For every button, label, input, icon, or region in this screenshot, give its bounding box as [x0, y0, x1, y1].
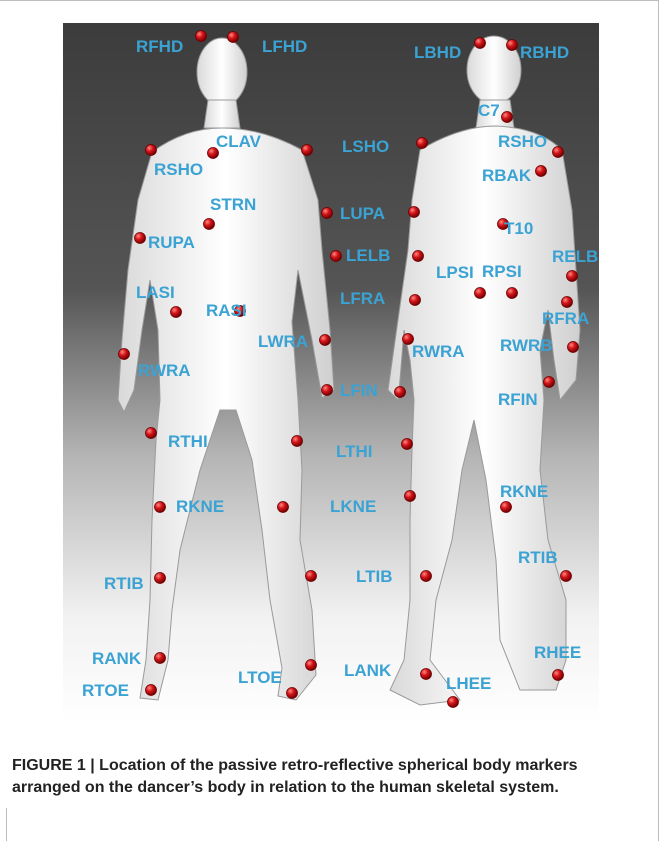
marker-label-ltib: LTIB [356, 567, 393, 586]
marker-label-lupa: LUPA [340, 204, 385, 223]
marker-label-rsho: RSHO [154, 160, 203, 179]
frame-top-border [0, 0, 659, 1]
marker-dot [322, 385, 333, 396]
marker-label-rbak: RBAK [482, 166, 532, 185]
marker-dot [405, 491, 416, 502]
body-marker-figure: RFHD LFHD CLAV RSHO STRN RUPA LASI RASI RWRA RTHI… [63, 23, 599, 723]
marker-label-lfin: LFIN [340, 381, 378, 400]
marker-dot [561, 571, 572, 582]
marker-dot [146, 685, 157, 696]
marker-label-rkne: RKNE [176, 497, 224, 516]
marker-dot [502, 112, 513, 123]
marker-dot [135, 233, 146, 244]
marker-label-lbhd: LBHD [414, 43, 461, 62]
marker-dot [409, 207, 420, 218]
marker-dot [119, 349, 130, 360]
marker-label-rupa: RUPA [148, 233, 195, 252]
marker-label-c7: C7 [478, 101, 500, 120]
marker-dot [287, 688, 298, 699]
marker-dot [171, 307, 182, 318]
marker-dot [196, 31, 207, 42]
marker-dot [155, 653, 166, 664]
marker-dot [320, 335, 331, 346]
marker-label-rpsi: RPSI [482, 262, 522, 281]
caption-text: Location of the passive retro-reflective… [12, 757, 578, 796]
marker-label-rfin: RFIN [498, 390, 538, 409]
marker-label-rfra: RFRA [542, 309, 589, 328]
marker-dot [417, 138, 428, 149]
marker-label-ltoe: LTOE [238, 668, 282, 687]
marker-dot [553, 147, 564, 158]
marker-label-rtib: RTIB [518, 548, 558, 567]
marker-dot [568, 342, 579, 353]
marker-label-rank: RANK [92, 649, 142, 668]
marker-dot [475, 288, 486, 299]
marker-dot [544, 377, 555, 388]
marker-dot [155, 573, 166, 584]
figure-caption: FIGURE 1 | Location of the passive retro… [12, 755, 642, 799]
marker-label-lelb: LELB [346, 246, 390, 265]
marker-dot [507, 288, 518, 299]
marker-dot [413, 251, 424, 262]
marker-label-rwra: RWRA [412, 342, 465, 361]
marker-label-lhee: LHEE [446, 674, 491, 693]
marker-label-rtoe: RTOE [82, 681, 129, 700]
marker-dot [501, 502, 512, 513]
marker-label-lank: LANK [344, 661, 392, 680]
marker-label-rwrb: RWRB [500, 336, 553, 355]
marker-label-strn: STRN [210, 195, 256, 214]
marker-dot [331, 251, 342, 262]
marker-label-lpsi: LPSI [436, 263, 474, 282]
marker-dot [155, 502, 166, 513]
marker-label-t10: T10 [504, 219, 533, 238]
marker-dot [475, 38, 486, 49]
marker-dot [292, 436, 303, 447]
marker-dot [146, 145, 157, 156]
marker-label-clav: CLAV [216, 132, 262, 151]
marker-dot [421, 571, 432, 582]
marker-label-lthi: LTHI [336, 442, 373, 461]
marker-label-rkne: RKNE [500, 482, 548, 501]
marker-label-rfhd: RFHD [136, 37, 183, 56]
marker-label-lkne: LKNE [330, 497, 376, 516]
marker-dot [306, 660, 317, 671]
marker-dot [410, 295, 421, 306]
marker-dot [278, 502, 289, 513]
marker-dot [567, 271, 578, 282]
marker-label-lfhd: LFHD [262, 37, 307, 56]
marker-label-lwra: LWRA [258, 332, 308, 351]
marker-dot [507, 40, 518, 51]
marker-dot [421, 669, 432, 680]
marker-dot [322, 208, 333, 219]
marker-dot [228, 32, 239, 43]
frame-left-border [6, 808, 7, 841]
marker-dot [395, 387, 406, 398]
marker-dot [553, 670, 564, 681]
marker-dot [204, 219, 215, 230]
marker-label-lasi: LASI [136, 283, 175, 302]
marker-dot [448, 697, 459, 708]
marker-label-rhee: RHEE [534, 643, 581, 662]
marker-label-relb: RELB [552, 247, 598, 266]
marker-dot [562, 297, 573, 308]
marker-label-lfra: LFRA [340, 289, 385, 308]
marker-label-rthi: RTHI [168, 432, 208, 451]
marker-dot [402, 439, 413, 450]
body-marker-diagram: RFHD LFHD CLAV RSHO STRN RUPA LASI RASI RWRA RTHI… [63, 23, 599, 723]
marker-label-rtib: RTIB [104, 574, 144, 593]
marker-label-rsho: RSHO [498, 132, 547, 151]
marker-dot [536, 166, 547, 177]
marker-label-rbhd: RBHD [520, 43, 569, 62]
marker-label-lsho: LSHO [342, 137, 389, 156]
caption-label: FIGURE 1 | [12, 757, 95, 774]
marker-dot [302, 145, 313, 156]
marker-dot [146, 428, 157, 439]
marker-label-rasi: RASI [206, 301, 247, 320]
marker-dot [306, 571, 317, 582]
marker-label-rwra: RWRA [138, 361, 191, 380]
